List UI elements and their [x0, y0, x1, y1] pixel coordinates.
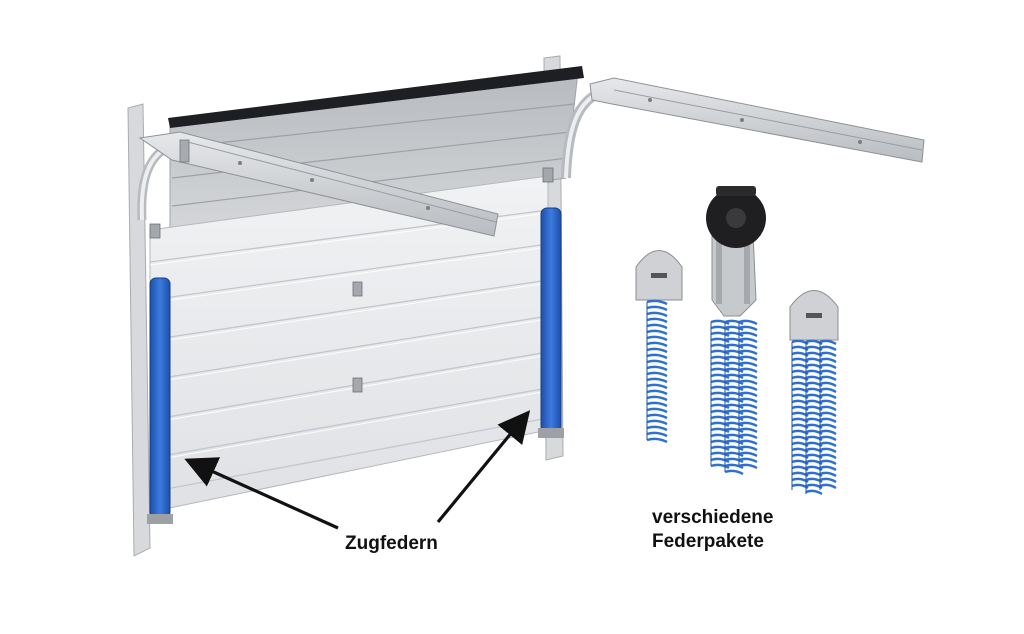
left-horizontal-rail [138, 131, 499, 237]
right-horizontal-rail [589, 77, 925, 163]
arrows [184, 410, 531, 530]
spring-package-3-coil-c [819, 339, 837, 490]
spring-package-2-coil-b [724, 319, 744, 476]
label-spring-packages-line1: verschiedene [652, 507, 774, 528]
pulley-spring-package [706, 186, 766, 317]
garage-door [127, 55, 925, 557]
label-spring-packages: verschiedene Federpakete [652, 506, 773, 554]
spring-package-1-plate [635, 250, 683, 301]
top-seal [168, 66, 584, 128]
spring-packages [635, 250, 839, 496]
left-spring-cover [147, 277, 173, 524]
spring-package-2-coil-c [738, 319, 758, 470]
arrow-left-spring [184, 457, 339, 530]
spring-package-2-coil-a [710, 319, 730, 470]
spring-package-1-coil [646, 299, 668, 444]
spring-package-3-coil-b [805, 339, 823, 496]
spring-package-3-plate [789, 290, 839, 341]
label-spring-packages-line2: Federpakete [652, 531, 764, 552]
arrow-right-spring [436, 410, 531, 524]
spring-package-3-coil-a [791, 339, 809, 490]
label-tension-springs: Zugfedern [345, 533, 438, 554]
right-spring-cover [538, 207, 564, 438]
door-hinges [149, 167, 554, 393]
